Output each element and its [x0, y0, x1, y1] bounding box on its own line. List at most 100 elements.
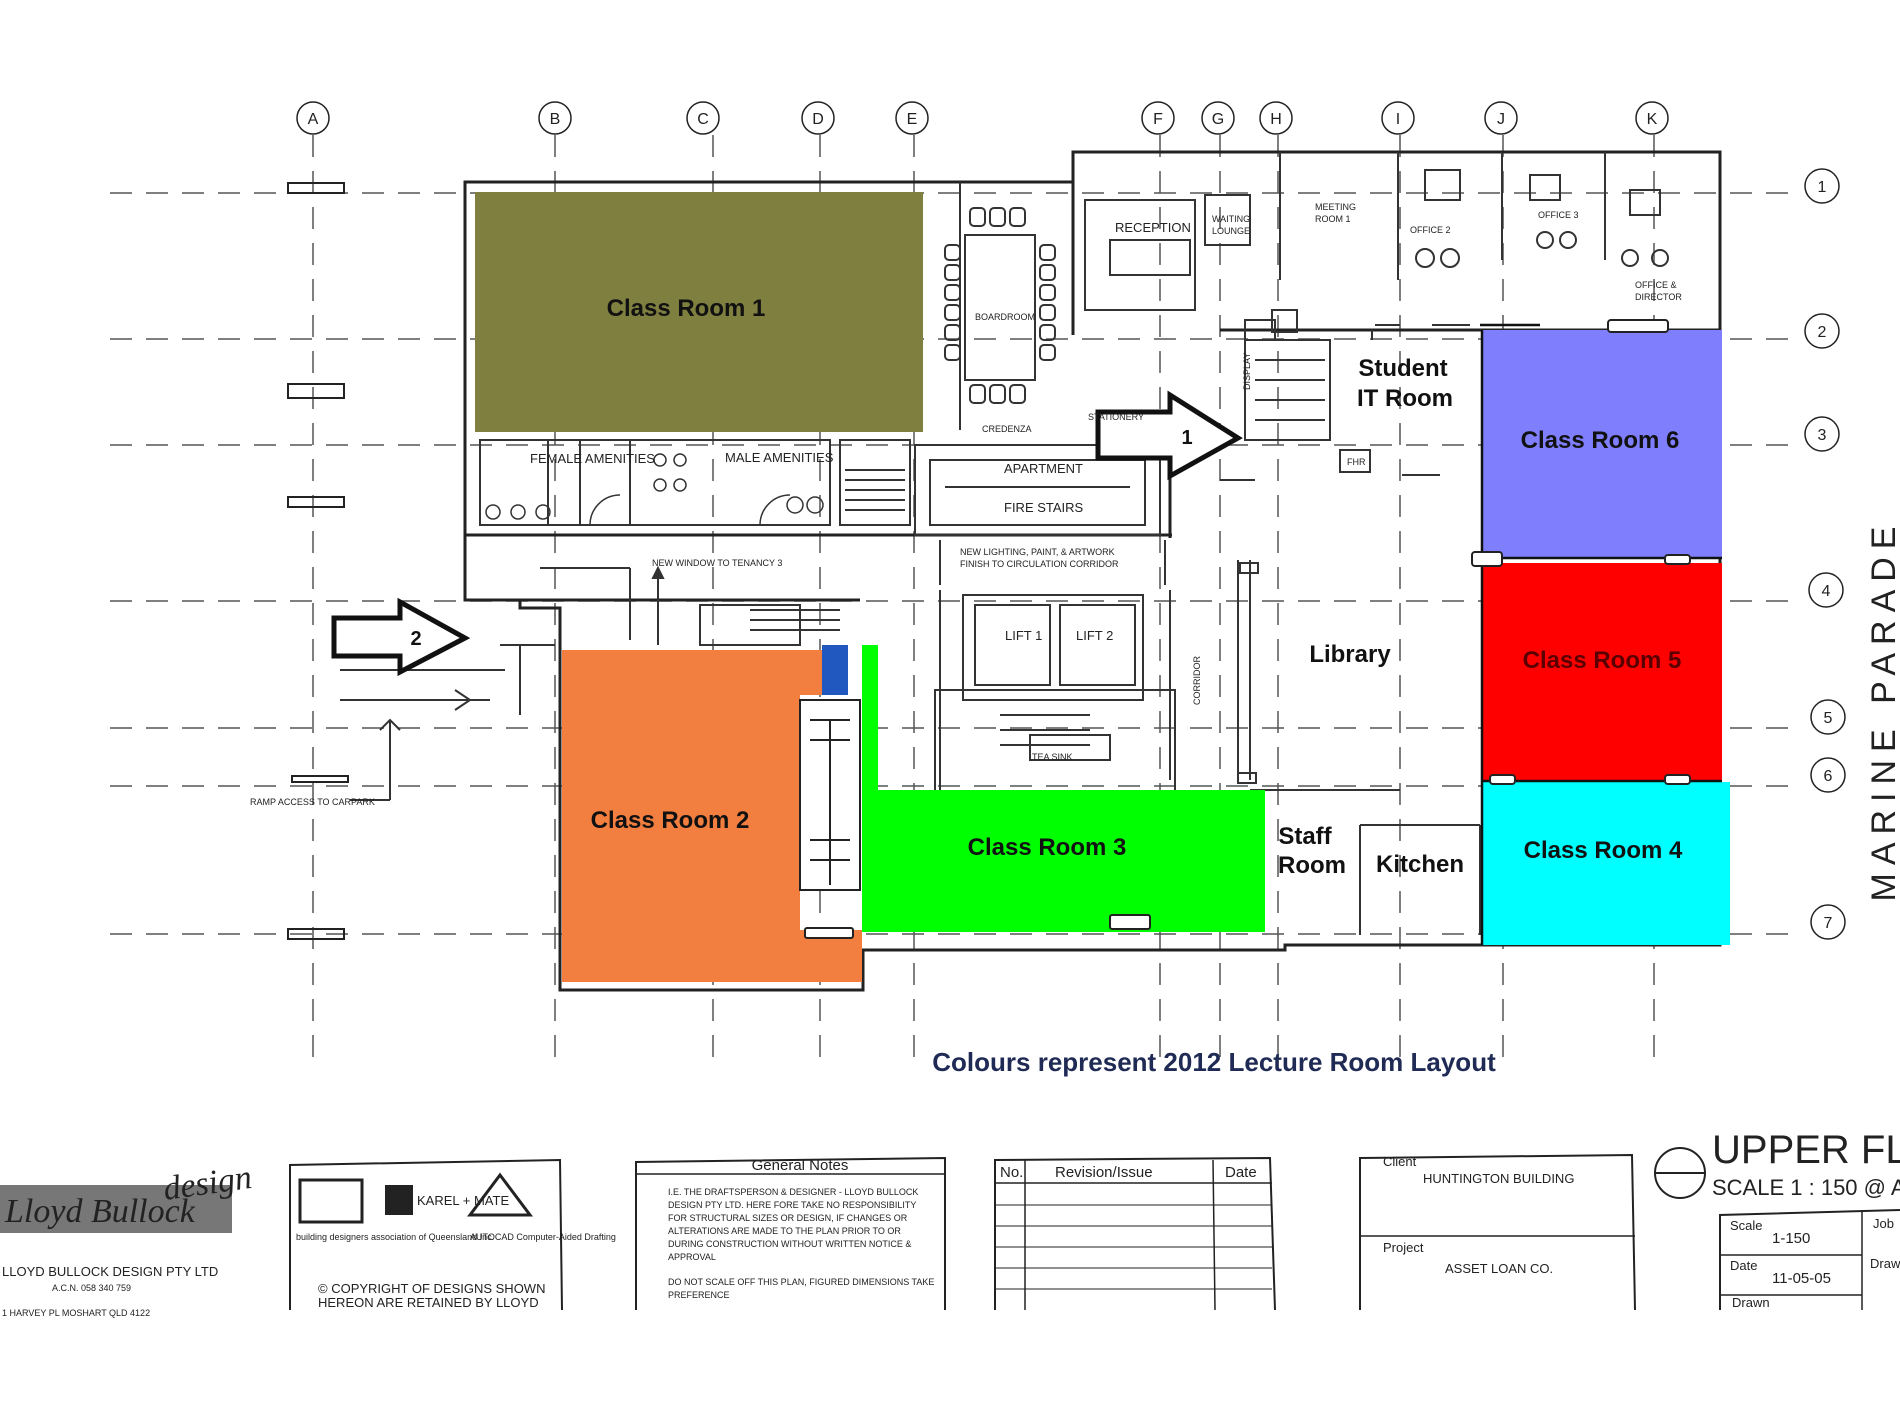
- class-room-3-area: [862, 645, 1265, 932]
- svg-text:Scale: Scale: [1730, 1218, 1763, 1233]
- kitchen-label: Kitchen: [1376, 851, 1464, 878]
- svg-text:D: D: [812, 111, 824, 128]
- class-room-1-area: [475, 192, 923, 432]
- svg-text:MEETING: MEETING: [1315, 202, 1356, 212]
- svg-text:No.: No.: [1000, 1164, 1023, 1181]
- class-room-2-area: [562, 650, 862, 982]
- svg-text:General Notes: General Notes: [752, 1157, 849, 1174]
- grid-bubble-6: 6: [1810, 757, 1846, 793]
- svg-text:Date: Date: [1225, 1164, 1257, 1181]
- svg-text:RAMP ACCESS TO CARPARK: RAMP ACCESS TO CARPARK: [250, 797, 375, 807]
- class-room-2-label: Class Room 2: [591, 807, 750, 834]
- svg-text:1: 1: [1181, 427, 1192, 449]
- svg-text:G: G: [1212, 111, 1224, 128]
- svg-text:Job: Job: [1873, 1216, 1894, 1231]
- staff-room-label-1: Staff: [1278, 823, 1332, 850]
- plan-annotations: BOARDROOM RECEPTION WAITING LOUNGE MEETI…: [250, 202, 1682, 807]
- svg-text:NEW WINDOW TO TENANCY 3: NEW WINDOW TO TENANCY 3: [652, 558, 782, 568]
- svg-text:BOARDROOM: BOARDROOM: [975, 312, 1035, 322]
- svg-text:LIFT 2: LIFT 2: [1076, 628, 1113, 643]
- grid-bubble-j: J: [1484, 101, 1518, 135]
- legend-caption: Colours represent 2012 Lecture Room Layo…: [932, 1047, 1496, 1077]
- svg-text:OFFICE 3: OFFICE 3: [1538, 210, 1579, 220]
- svg-text:APPROVAL: APPROVAL: [668, 1252, 716, 1262]
- svg-text:CREDENZA: CREDENZA: [982, 424, 1032, 434]
- svg-text:FEMALE AMENITIES: FEMALE AMENITIES: [530, 451, 655, 466]
- svg-text:AUTOCAD Computer-Aided Draftin: AUTOCAD Computer-Aided Drafting: [470, 1232, 616, 1242]
- svg-text:Project: Project: [1383, 1240, 1424, 1255]
- grid-bubble-7: 7: [1810, 904, 1846, 940]
- svg-text:2: 2: [1818, 324, 1827, 341]
- class-room-6-area: [1482, 330, 1722, 558]
- svg-text:FHR: FHR: [1347, 457, 1366, 467]
- grid-bubble-e: E: [895, 101, 929, 135]
- class-room-4-label: Class Room 4: [1524, 837, 1683, 864]
- boardroom-furniture: [944, 207, 1056, 404]
- svg-text:LOUNGE: LOUNGE: [1212, 226, 1250, 236]
- column-markers: [287, 182, 349, 940]
- svg-text:CORRIDOR: CORRIDOR: [1192, 656, 1202, 705]
- staff-room-label-2: Room: [1278, 852, 1346, 879]
- street-name: MARINE PARADE: [1865, 519, 1900, 902]
- svg-text:Drawn: Drawn: [1870, 1256, 1900, 1271]
- svg-text:FIRE STAIRS: FIRE STAIRS: [1004, 500, 1084, 515]
- blue-column-marker: [822, 645, 848, 695]
- window-markers: [804, 319, 1691, 939]
- grid-bubble-g: G: [1201, 101, 1235, 135]
- entry-arrow-2: 2: [331, 597, 471, 677]
- class-room-5-label: Class Room 5: [1523, 647, 1682, 674]
- svg-text:5: 5: [1824, 710, 1833, 727]
- svg-text:1: 1: [1818, 179, 1827, 196]
- svg-text:J: J: [1497, 111, 1505, 128]
- svg-text:DISPLAY: DISPLAY: [1242, 353, 1252, 390]
- svg-text:DURING CONSTRUCTION WITHOUT WR: DURING CONSTRUCTION WITHOUT WRITTEN NOTI…: [668, 1239, 911, 1249]
- svg-text:1-150: 1-150: [1772, 1230, 1810, 1247]
- svg-text:SCALE 1 : 150 @ A3: SCALE 1 : 150 @ A3: [1712, 1175, 1900, 1200]
- svg-text:7: 7: [1824, 915, 1833, 932]
- svg-text:K: K: [1647, 111, 1658, 128]
- class-room-6-label: Class Room 6: [1521, 427, 1680, 454]
- svg-text:3: 3: [1818, 427, 1827, 444]
- svg-text:4: 4: [1822, 583, 1831, 600]
- svg-text:I: I: [1396, 111, 1400, 128]
- svg-text:Revision/Issue: Revision/Issue: [1055, 1164, 1153, 1181]
- svg-text:STATIONERY: STATIONERY: [1088, 412, 1144, 422]
- grid-bubble-d: D: [801, 101, 835, 135]
- wall-details: [340, 152, 1669, 935]
- svg-text:A.C.N. 058 340 759: A.C.N. 058 340 759: [52, 1283, 131, 1293]
- class-room-1-label: Class Room 1: [607, 295, 766, 322]
- grid-bubble-5: 5: [1810, 699, 1846, 735]
- svg-text:FOR STRUCTURAL SIZES OR DESIGN: FOR STRUCTURAL SIZES OR DESIGN, IF CHANG…: [668, 1213, 908, 1223]
- grid-bubble-1: 1: [1804, 168, 1840, 204]
- svg-text:HEREON ARE RETAINED BY LLOYD: HEREON ARE RETAINED BY LLOYD: [318, 1295, 539, 1310]
- svg-text:C: C: [697, 111, 709, 128]
- grid-bubble-k: K: [1635, 101, 1669, 135]
- svg-text:ROOM 1: ROOM 1: [1315, 214, 1351, 224]
- svg-text:HUNTINGTON BUILDING: HUNTINGTON BUILDING: [1423, 1171, 1574, 1186]
- svg-text:WAITING: WAITING: [1212, 214, 1250, 224]
- svg-text:LIFT 1: LIFT 1: [1005, 628, 1042, 643]
- company-logo: Lloyd Bullock design: [0, 1159, 254, 1233]
- grid-number-bubbles: 1 2 3 4 5 6 7: [1804, 168, 1846, 940]
- grid-bubble-b: B: [538, 101, 572, 135]
- svg-text:DO NOT SCALE OFF THIS PLAN, FI: DO NOT SCALE OFF THIS PLAN, FIGURED DIME…: [668, 1277, 934, 1287]
- svg-text:FINISH TO CIRCULATION CORRIDOR: FINISH TO CIRCULATION CORRIDOR: [960, 559, 1119, 569]
- svg-text:B: B: [550, 111, 561, 128]
- svg-text:H: H: [1270, 111, 1282, 128]
- svg-text:TEA SINK: TEA SINK: [1032, 752, 1073, 762]
- grid-bubble-f: F: [1141, 101, 1175, 135]
- svg-text:OFFICE 2: OFFICE 2: [1410, 225, 1451, 235]
- svg-text:1 HARVEY PL MOSHART QLD 4122: 1 HARVEY PL MOSHART QLD 4122: [2, 1308, 150, 1318]
- grid-bubble-a: A: [296, 101, 330, 135]
- svg-text:OFFICE &: OFFICE &: [1635, 280, 1677, 290]
- svg-text:Drawn: Drawn: [1732, 1295, 1770, 1310]
- svg-text:6: 6: [1824, 768, 1833, 785]
- svg-text:E: E: [907, 111, 918, 128]
- grid-bubble-h: H: [1259, 101, 1293, 135]
- svg-text:F: F: [1153, 111, 1163, 128]
- grid-bubble-2: 2: [1804, 313, 1840, 349]
- grid-bubble-4: 4: [1808, 572, 1844, 608]
- grid-bubble-i: I: [1381, 101, 1415, 135]
- student-it-room-label-1: Student: [1358, 355, 1447, 382]
- svg-text:APARTMENT: APARTMENT: [1004, 461, 1083, 476]
